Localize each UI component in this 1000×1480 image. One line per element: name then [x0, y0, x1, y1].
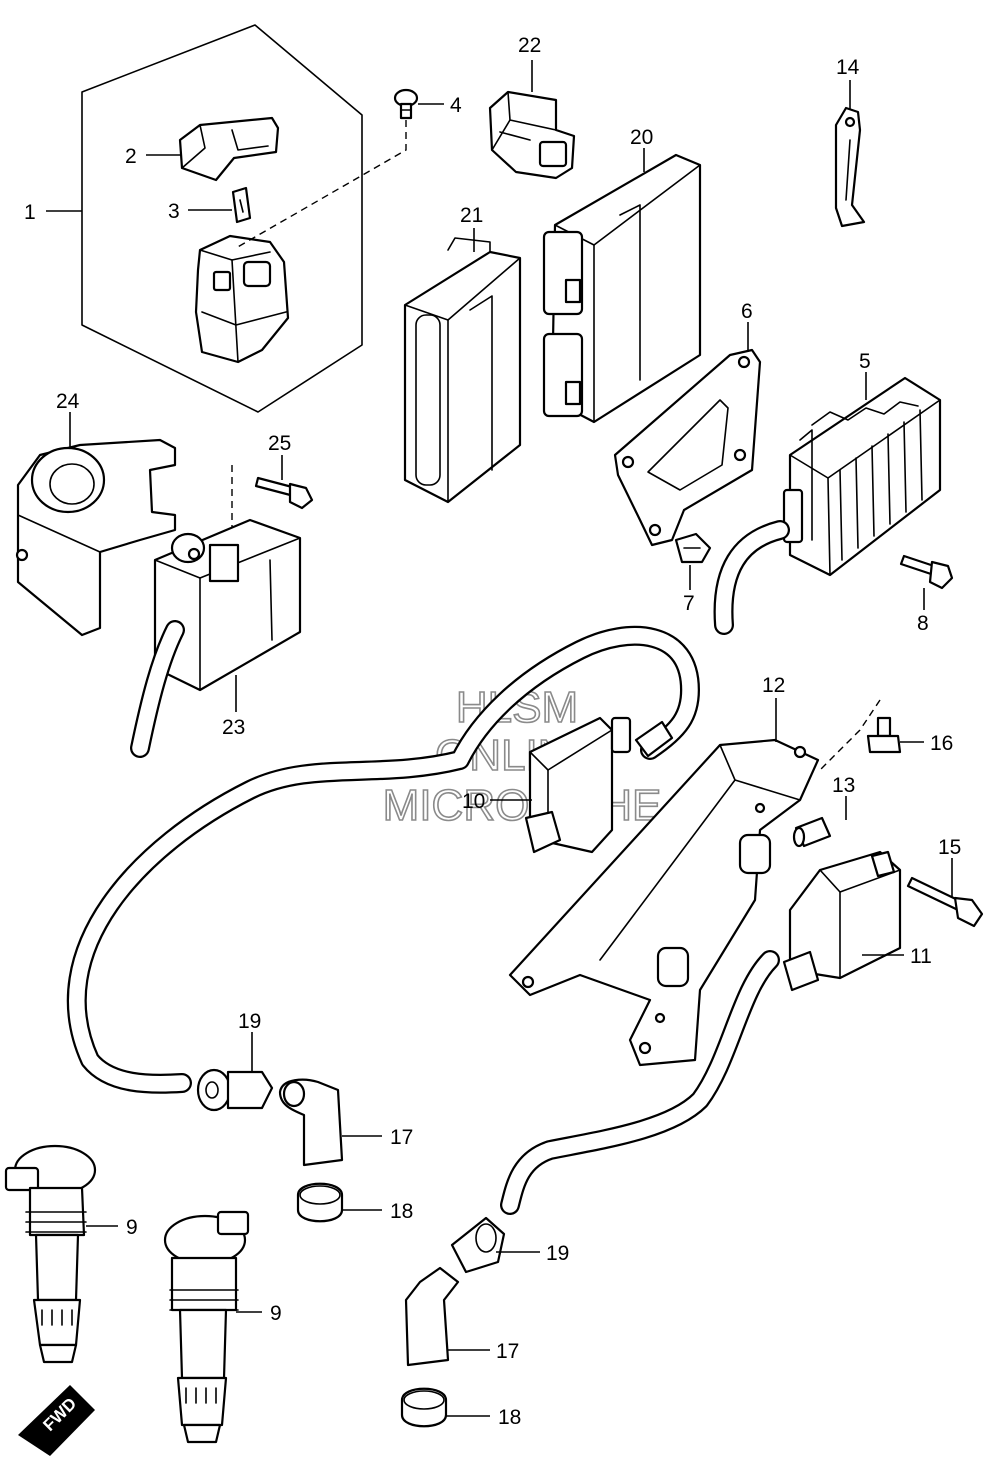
routing-line-16 — [819, 699, 881, 771]
unit-lead — [130, 620, 185, 758]
callout-16: 16 — [930, 732, 953, 755]
part-8-bolt[interactable] — [899, 554, 954, 590]
callout-22: 22 — [518, 34, 541, 57]
leader-lines — [46, 60, 953, 1417]
callout-20: 20 — [630, 126, 653, 149]
callout-12: 12 — [762, 674, 785, 697]
callout-7: 7 — [683, 592, 695, 615]
callout-6: 6 — [741, 300, 753, 323]
part-16-bolt[interactable] — [866, 716, 902, 754]
part-10-ignition-coil[interactable] — [524, 716, 674, 854]
callout-17a: 17 — [390, 1126, 413, 1149]
part-14-strap[interactable] — [834, 106, 866, 228]
part-5-regulator[interactable] — [782, 376, 942, 577]
callout-18b: 18 — [498, 1406, 521, 1429]
callout-23: 23 — [222, 716, 245, 739]
part-23-unit[interactable] — [153, 518, 302, 692]
part-20-ecm[interactable] — [542, 153, 702, 424]
callout-9b: 9 — [270, 1302, 282, 1325]
callout-2: 2 — [125, 145, 137, 168]
watermark-line3: MICROFICHE — [383, 781, 662, 830]
callout-8: 8 — [917, 612, 929, 635]
part-15-bolt[interactable] — [906, 876, 984, 928]
part-9-stick-coil-left[interactable] — [4, 1144, 97, 1364]
part-6-bracket[interactable] — [613, 348, 762, 547]
part-7-bolt[interactable] — [674, 532, 712, 564]
callout-18a: 18 — [390, 1200, 413, 1223]
part-1-starter-relay[interactable] — [194, 234, 290, 364]
part-4-screw[interactable] — [393, 88, 419, 120]
fwd-direction-badge: FWD — [18, 1385, 95, 1456]
part-24-holder[interactable] — [15, 438, 177, 637]
part-19-seal-left[interactable] — [196, 1068, 274, 1112]
part-17-plug-cap-right[interactable] — [404, 1266, 460, 1367]
callout-19b: 19 — [546, 1242, 569, 1265]
callout-5: 5 — [859, 350, 871, 373]
part-21-ecm-cover[interactable] — [403, 237, 522, 504]
part-25-bolt[interactable] — [254, 476, 314, 510]
part-3-fuse[interactable] — [231, 186, 252, 224]
routing-line-4 — [235, 120, 407, 249]
callout-25: 25 — [268, 432, 291, 455]
part-17-plug-cap-left[interactable] — [278, 1078, 344, 1167]
callout-21: 21 — [460, 204, 483, 227]
callout-24: 24 — [56, 390, 80, 413]
regulator-lead — [713, 520, 790, 635]
part-18-seal-left[interactable] — [296, 1182, 344, 1223]
callout-13: 13 — [832, 774, 855, 797]
callout-4: 4 — [450, 94, 462, 117]
assembly-1-box — [81, 24, 363, 413]
part-13-spacer[interactable] — [792, 816, 832, 848]
callout-15: 15 — [938, 836, 961, 859]
callout-14: 14 — [836, 56, 860, 79]
part-18-seal-right[interactable] — [400, 1387, 448, 1428]
callout-9a: 9 — [126, 1216, 138, 1239]
fwd-arrow-icon — [18, 1385, 95, 1456]
callout-17b: 17 — [496, 1340, 519, 1363]
callout-19a: 19 — [238, 1010, 261, 1033]
high-tension-cable-1 — [66, 625, 700, 1094]
callouts: 1 2 3 4 22 20 21 14 6 5 7 8 24 25 23 10 … — [24, 34, 961, 1429]
callout-10: 10 — [462, 790, 485, 813]
part-22-connector[interactable] — [488, 90, 576, 180]
part-12-coil-bracket[interactable] — [508, 738, 820, 1067]
watermark: HLSM ONLINE MICROFICHE — [382, 682, 662, 831]
high-tension-cable-2 — [500, 950, 780, 1215]
callout-1: 1 — [24, 201, 36, 224]
callout-11: 11 — [910, 945, 932, 968]
part-11-ignition-coil[interactable] — [782, 850, 902, 992]
part-2-relay-cover[interactable] — [178, 116, 280, 182]
callout-3: 3 — [168, 200, 180, 223]
part-9-stick-coil-right[interactable] — [163, 1210, 250, 1444]
part-19-seal-right[interactable] — [450, 1216, 506, 1274]
